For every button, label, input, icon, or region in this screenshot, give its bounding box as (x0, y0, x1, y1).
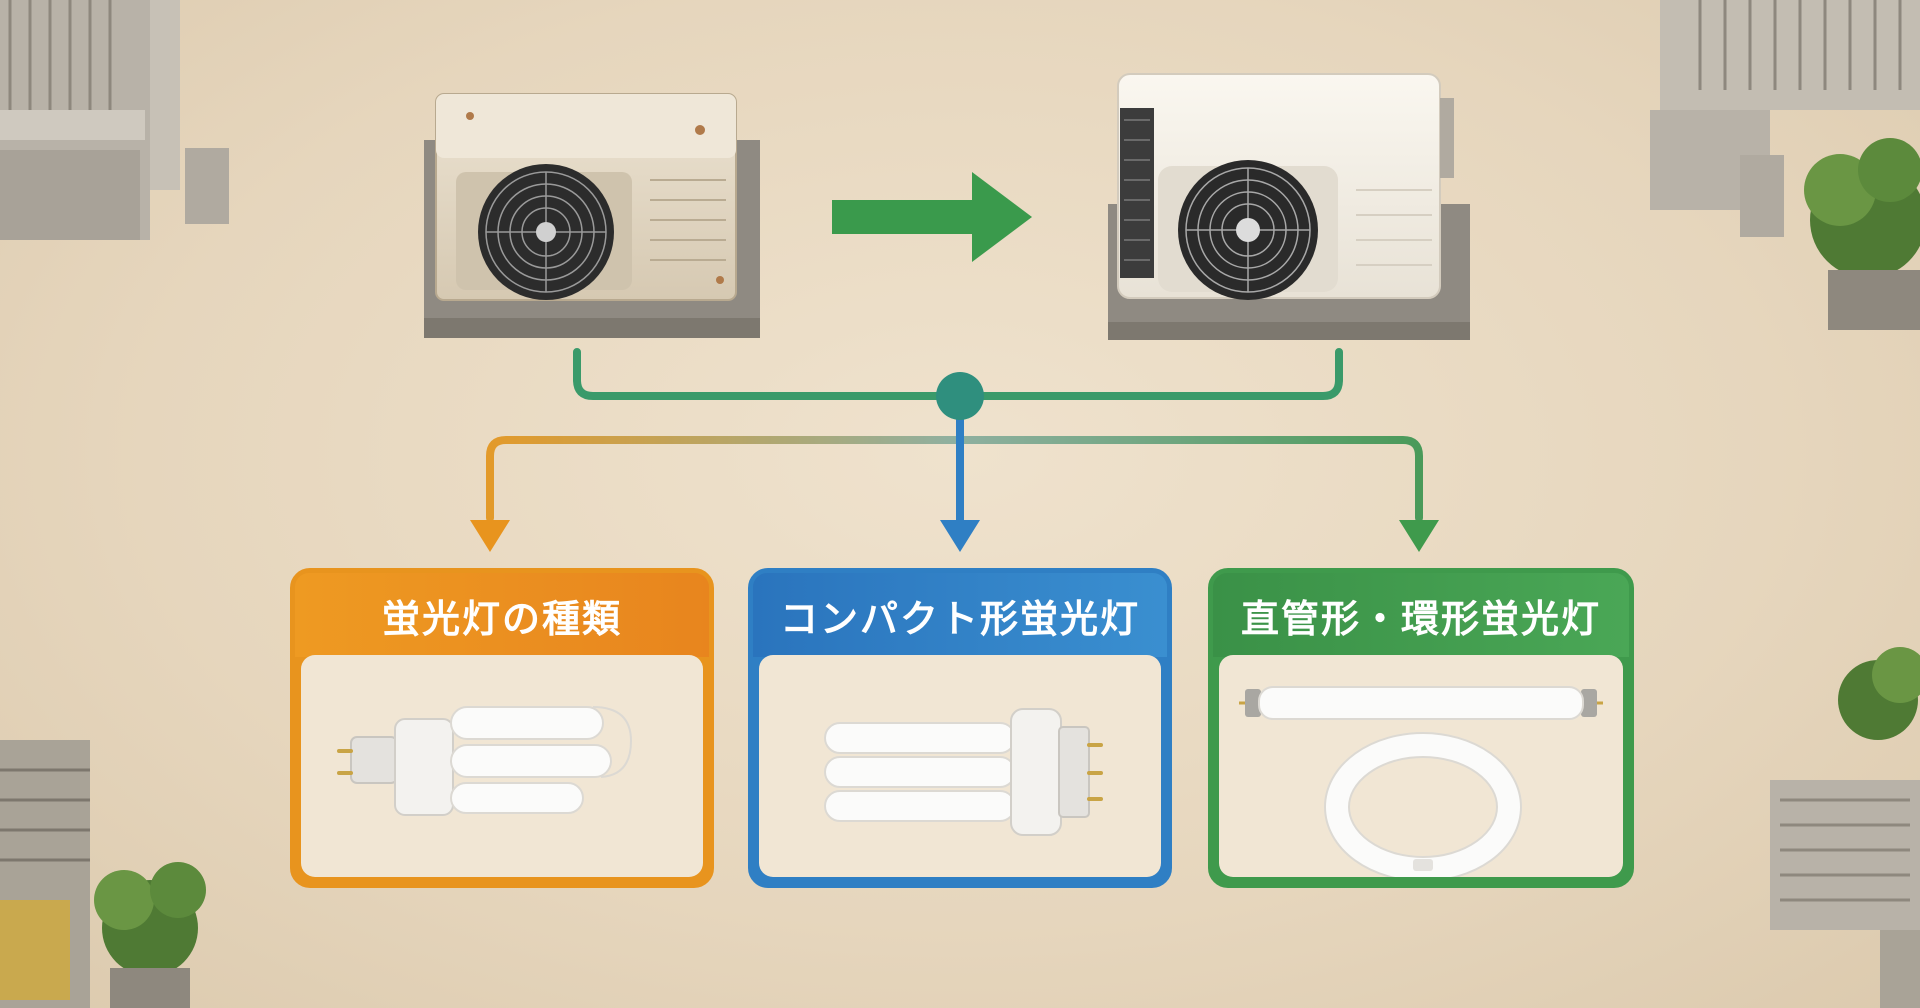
new-air-conditioner-unit (1108, 73, 1470, 340)
compact-fluorescent-lamp-icon (824, 708, 1103, 836)
card-body (759, 655, 1161, 877)
card-title: 直管形・環形蛍光灯 (1213, 573, 1629, 657)
lamp-illustration (1239, 686, 1603, 877)
rooftop-structure-top-left (0, 0, 229, 240)
card-compact-fluorescent: コンパクト形蛍光灯 (748, 568, 1172, 888)
arrowhead-blue-icon (940, 520, 980, 552)
rooftop-structure-top-right (1650, 0, 1920, 330)
rooftop-structure-bottom-right (1770, 647, 1920, 1008)
card-title: コンパクト形蛍光灯 (753, 573, 1167, 657)
card-body (301, 655, 703, 877)
arrowhead-green-icon (1399, 520, 1439, 552)
card-straight-circular-fluorescent: 直管形・環形蛍光灯 (1208, 568, 1634, 888)
compact-fluorescent-lamp-icon (337, 706, 633, 816)
card-body (1219, 655, 1623, 877)
card-title: 蛍光灯の種類 (295, 573, 709, 657)
arrowhead-orange-icon (470, 520, 510, 552)
rooftop-structure-bottom-left (0, 740, 206, 1008)
straight-tube-lamp-icon (1239, 686, 1603, 720)
connector-node-icon (936, 372, 984, 420)
old-air-conditioner-unit (424, 93, 760, 338)
right-arrow-icon (832, 172, 1032, 262)
circular-lamp-icon (1324, 732, 1522, 877)
card-fluorescent-types: 蛍光灯の種類 (290, 568, 714, 888)
